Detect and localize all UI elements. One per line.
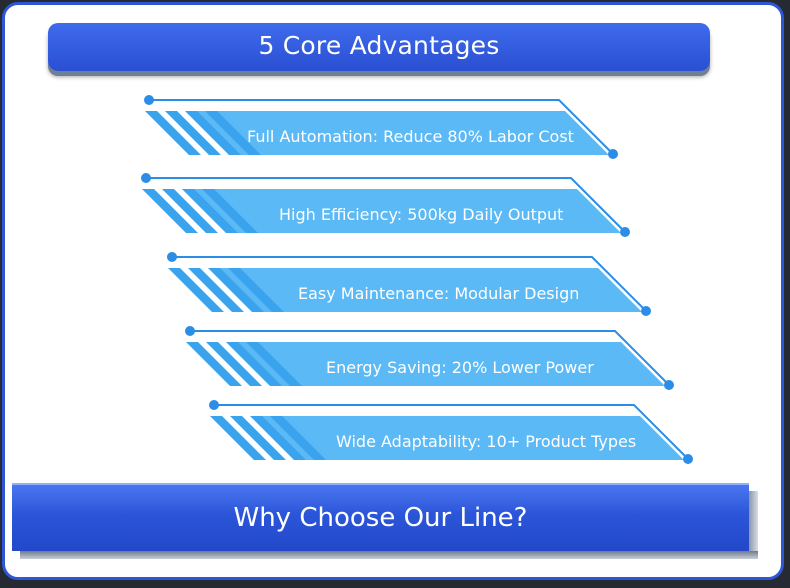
rail-start-dot <box>144 95 154 105</box>
ribbon-body <box>258 416 684 460</box>
ribbon-stripe <box>226 342 282 386</box>
ribbon-body <box>216 268 642 312</box>
ribbon-rail <box>146 177 626 233</box>
rail-start-dot <box>141 173 151 183</box>
rail-end-dot <box>608 149 618 159</box>
ribbon-stripe <box>270 416 326 460</box>
ribbon-stripe <box>145 111 201 155</box>
ribbon-graphic <box>144 95 618 159</box>
advantage-item-1: Full Automation: Reduce 80% Labor Cost <box>144 95 635 176</box>
rail-start-dot <box>167 252 177 262</box>
advantage-label: Energy Saving: 20% Lower Power <box>326 358 594 377</box>
advantage-item-4: Energy Saving: 20% Lower Power <box>185 326 691 407</box>
ribbon-stripe <box>205 111 261 155</box>
advantage-label: Wide Adaptability: 10+ Product Types <box>336 432 637 451</box>
ribbon-body <box>190 189 621 233</box>
ribbon-stripe <box>246 342 302 386</box>
ribbon-stripe <box>230 416 286 460</box>
ribbon-stripe <box>188 268 244 312</box>
ribbon-stripe <box>165 111 221 155</box>
rail-end-dot <box>683 454 693 464</box>
advantage-item-2: High Efficiency: 500kg Daily Output <box>141 173 647 254</box>
advantage-label: High Efficiency: 500kg Daily Output <box>279 205 564 224</box>
ribbon-stripe <box>202 189 258 233</box>
ribbon-graphic <box>185 326 674 390</box>
ribbon-graphic <box>167 252 651 316</box>
rail-end-dot <box>641 306 651 316</box>
advantage-label: Easy Maintenance: Modular Design <box>298 284 580 303</box>
title-banner: 5 Core Advantages <box>48 23 710 71</box>
ribbon-stripe <box>168 268 224 312</box>
footer-heading: Why Choose Our Line? <box>233 503 528 533</box>
ribbon-graphic <box>209 400 693 464</box>
ribbon-body <box>193 111 609 155</box>
advantage-label: Full Automation: Reduce 80% Labor Cost <box>247 127 574 146</box>
rail-start-dot <box>185 326 195 336</box>
ribbon-rail <box>214 404 689 460</box>
ribbon-graphic <box>141 173 630 237</box>
ribbon-rail <box>149 99 614 155</box>
page-title: 5 Core Advantages <box>258 31 500 60</box>
advantage-item-3: Easy Maintenance: Modular Design <box>167 252 668 333</box>
ribbon-body <box>234 342 665 386</box>
rail-end-dot <box>664 380 674 390</box>
ribbon-stripe <box>210 416 266 460</box>
ribbon-rail <box>172 256 647 312</box>
ribbon-stripe <box>250 416 306 460</box>
rail-start-dot <box>209 400 219 410</box>
rail-end-dot <box>620 227 630 237</box>
ribbon-stripe <box>186 342 242 386</box>
ribbon-stripe <box>228 268 284 312</box>
advantage-item-5: Wide Adaptability: 10+ Product Types <box>209 400 710 481</box>
ribbon-stripe <box>142 189 198 233</box>
footer-banner: Why Choose Our Line? <box>12 483 758 559</box>
ribbon-stripe <box>162 189 218 233</box>
ribbon-stripe <box>185 111 241 155</box>
ribbon-stripe <box>182 189 238 233</box>
ribbon-stripe <box>206 342 262 386</box>
ribbon-stripe <box>208 268 264 312</box>
ribbon-rail <box>190 330 670 386</box>
